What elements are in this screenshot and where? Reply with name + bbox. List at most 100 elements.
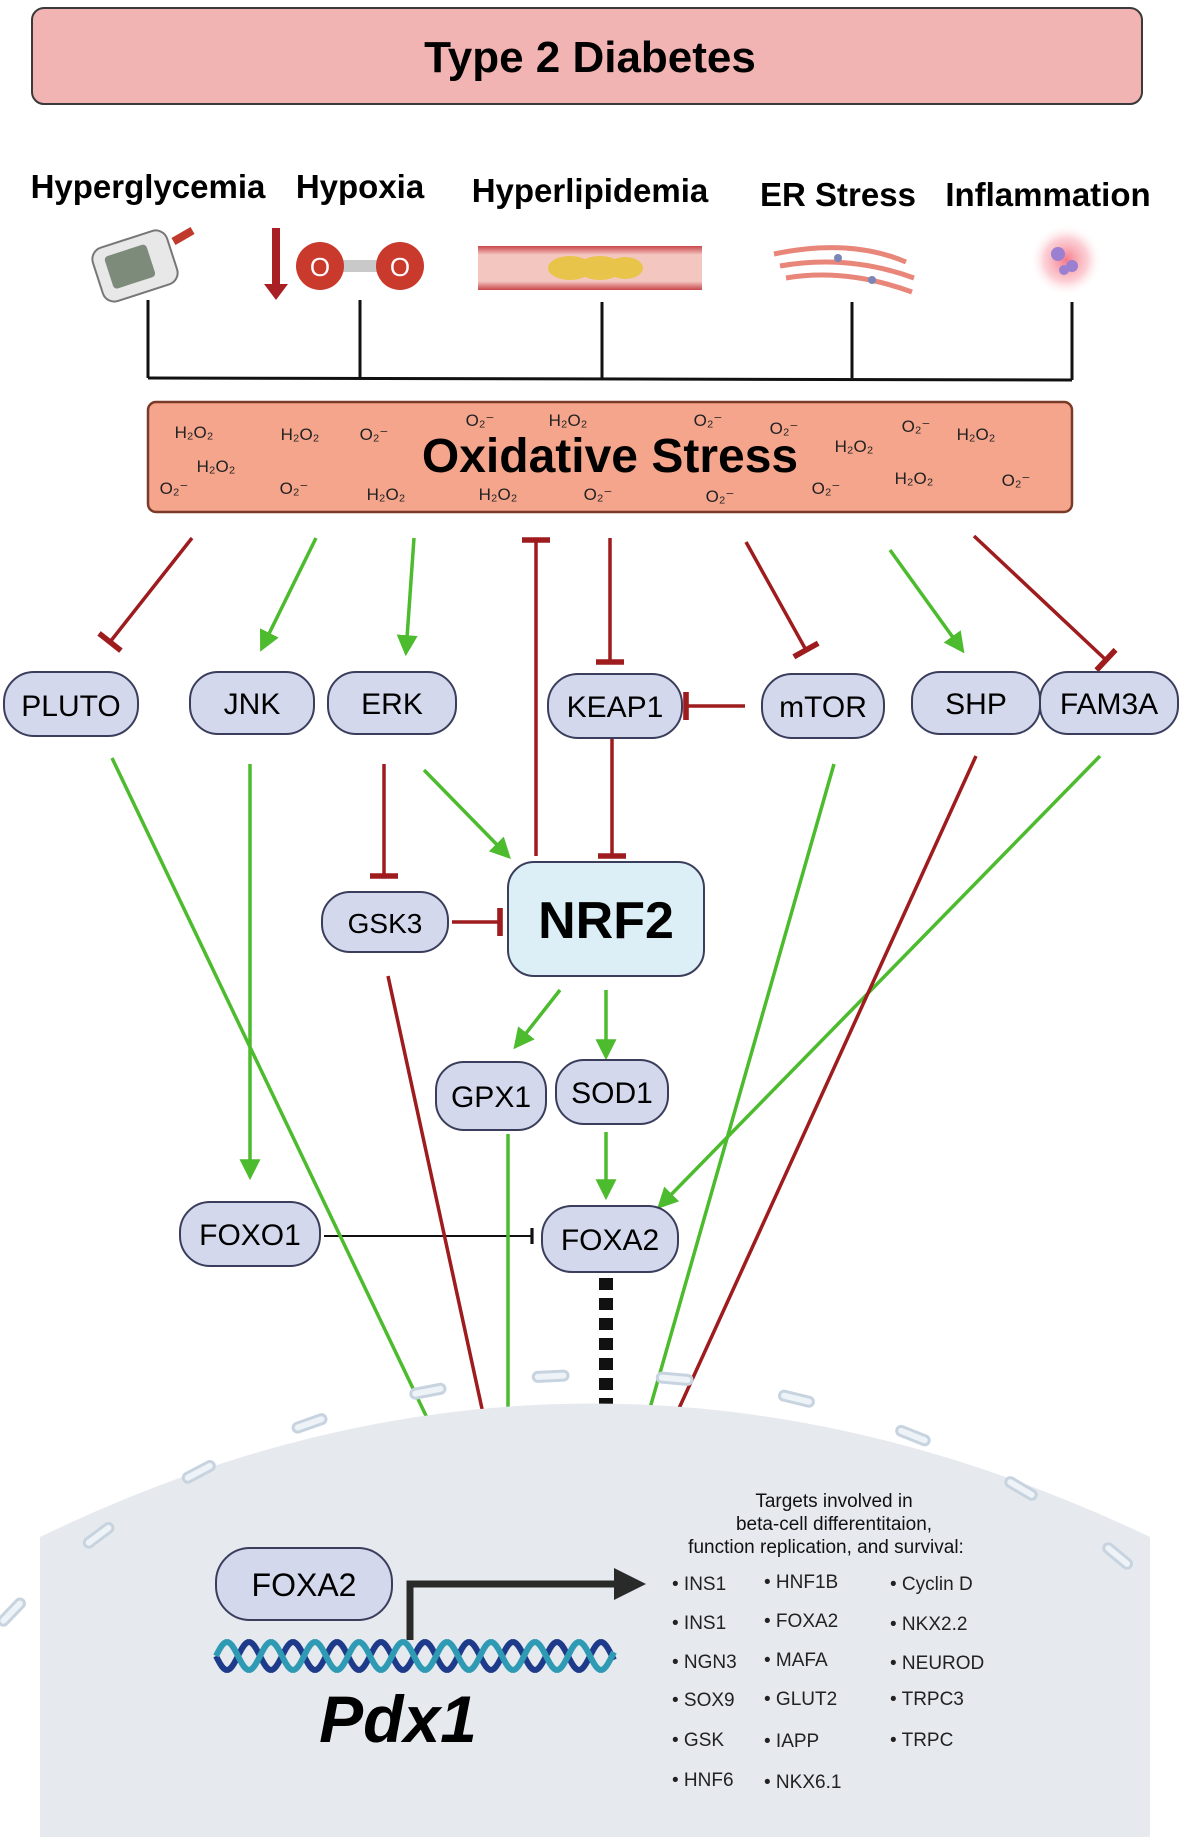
node-erk-label: ERK (361, 688, 423, 721)
page-title: Type 2 Diabetes (424, 33, 756, 82)
cell-nucleus (40, 1403, 1150, 1837)
membrane-segment-inner (1105, 1545, 1130, 1567)
node-pluto: PLUTO (3, 671, 139, 737)
edge-os-erk (396, 537, 418, 657)
node-foxa2-nucleus: FOXA2 (215, 1547, 393, 1621)
species-label: O₂⁻ (466, 411, 495, 430)
node-mtor-label: mTOR (779, 691, 867, 724)
node-foxa2-nucleus-label: FOXA2 (252, 1567, 357, 1603)
edge-os-mtor (744, 541, 820, 660)
svg-text:O: O (390, 252, 410, 282)
target-gene: • Cyclin D (890, 1574, 973, 1595)
edge-pluto-pdx1 (110, 757, 453, 1470)
stressor-hyperglycemia: Hyperglycemia (31, 168, 266, 205)
node-foxo1: FOXO1 (179, 1201, 321, 1267)
target-gene: • TRPC (890, 1730, 953, 1751)
membrane-segment-inner (294, 1416, 325, 1431)
target-gene: • GLUT2 (764, 1689, 837, 1710)
target-gene: • TRPC3 (890, 1689, 964, 1710)
target-gene: • INS1 (672, 1613, 726, 1634)
target-gene: • IAPP (764, 1731, 819, 1752)
stressor-labels: Hyperglycemia Hypoxia Hyperlipidemia ER … (31, 168, 1151, 213)
target-gene: • HNF6 (672, 1770, 734, 1791)
node-gsk3: GSK3 (321, 891, 449, 953)
edge-shp-pdx1 (616, 755, 978, 1525)
membrane-segment-inner (658, 1374, 691, 1383)
edge-os-fam3a (972, 534, 1118, 673)
promoter-arrow (406, 1568, 646, 1640)
stressor-er-stress: ER Stress (760, 176, 916, 213)
node-nrf2: NRF2 (507, 861, 705, 977)
node-shp: SHP (911, 671, 1041, 735)
title-banner: Type 2 Diabetes (31, 7, 1143, 105)
membrane-segment-inner (781, 1392, 812, 1405)
membrane-segment-inner (184, 1463, 213, 1481)
targets-heading: Targets involved in beta-cell differenti… (688, 1491, 964, 1558)
node-foxa2-label: FOXA2 (561, 1224, 659, 1257)
node-gsk3-label: GSK3 (348, 908, 423, 939)
target-gene: • GSK (672, 1730, 724, 1751)
edge-os-shp (888, 548, 965, 654)
stressor-bracket (146, 300, 1074, 382)
target-genes-list: • INS1• INS1• NGN3• SOX9• GSK• HNF6• HNF… (672, 1572, 984, 1793)
target-gene: • NKX2.2 (890, 1614, 967, 1635)
edge-os-pluto (97, 536, 194, 653)
species-label: O₂⁻ (360, 425, 389, 444)
node-gpx1: GPX1 (435, 1061, 547, 1131)
oxidative-stress-box: Oxidative Stress (146, 400, 1074, 514)
svg-text:Targets involved in: Targets involved in (755, 1491, 912, 1512)
node-keap1-label: KEAP1 (567, 691, 664, 724)
species-label: O₂⁻ (694, 411, 723, 430)
node-keap1: KEAP1 (547, 673, 683, 739)
membrane-segment-inner (1007, 1479, 1035, 1498)
stressor-hyperlipidemia: Hyperlipidemia (472, 172, 709, 209)
node-pluto-label: PLUTO (21, 690, 120, 723)
edge-mtor-pdx1 (624, 763, 836, 1483)
cell-membrane (0, 1369, 1133, 1627)
edge-nrf2-gpx1 (513, 988, 562, 1050)
glucose-meter-icon (91, 227, 195, 303)
species-label: O₂⁻ (902, 417, 931, 436)
species-label: H₂O₂ (281, 425, 320, 444)
membrane-segment-inner (898, 1427, 928, 1444)
target-gene: • NGN3 (672, 1652, 737, 1673)
node-jnk: JNK (189, 671, 315, 735)
species-label: O₂⁻ (770, 419, 799, 438)
oxygen-molecule-icon: O O (264, 228, 424, 300)
node-sod1-label: SOD1 (571, 1077, 653, 1110)
species-label: H₂O₂ (479, 485, 518, 504)
edge-fam3a-foxa2 (657, 754, 1102, 1210)
species-label: H₂O₂ (175, 423, 214, 442)
node-gpx1-label: GPX1 (451, 1081, 531, 1114)
target-gene: • NKX6.1 (764, 1772, 841, 1793)
node-foxa2: FOXA2 (541, 1205, 679, 1273)
species-label: H₂O₂ (895, 469, 934, 488)
target-gene: • HNF1B (764, 1572, 838, 1593)
dna-strand-b (213, 1639, 617, 1673)
node-shp-label: SHP (945, 688, 1007, 721)
svg-text:function replication, and surv: function replication, and survival: (688, 1537, 964, 1558)
node-mtor: mTOR (761, 673, 885, 739)
node-fam3a-label: FAM3A (1060, 688, 1158, 721)
svg-text:O: O (310, 252, 330, 282)
oxidative-stress-label: Oxidative Stress (422, 430, 798, 483)
gene-label: Pdx1 (319, 1682, 477, 1756)
species-label: H₂O₂ (549, 411, 588, 430)
species-label: O₂⁻ (1002, 471, 1031, 490)
target-gene: • FOXA2 (764, 1611, 838, 1632)
target-gene: • INS1 (672, 1574, 726, 1595)
node-jnk-label: JNK (224, 688, 281, 721)
node-nrf2-label: NRF2 (538, 892, 674, 950)
endoplasmic-reticulum-icon (773, 245, 915, 295)
species-label: O₂⁻ (706, 487, 735, 506)
membrane-segment-inner (534, 1372, 567, 1380)
species-label: O₂⁻ (812, 479, 841, 498)
node-erk: ERK (327, 671, 457, 735)
species-label: O₂⁻ (280, 479, 309, 498)
blood-vessel-lipid-icon (478, 246, 702, 290)
stressor-inflammation: Inflammation (945, 176, 1150, 213)
svg-text:beta-cell differentitaion,: beta-cell differentitaion, (736, 1514, 932, 1535)
edges (97, 534, 1118, 1525)
dna-helix-icon (213, 1639, 617, 1673)
stressor-hypoxia: Hypoxia (296, 168, 425, 205)
